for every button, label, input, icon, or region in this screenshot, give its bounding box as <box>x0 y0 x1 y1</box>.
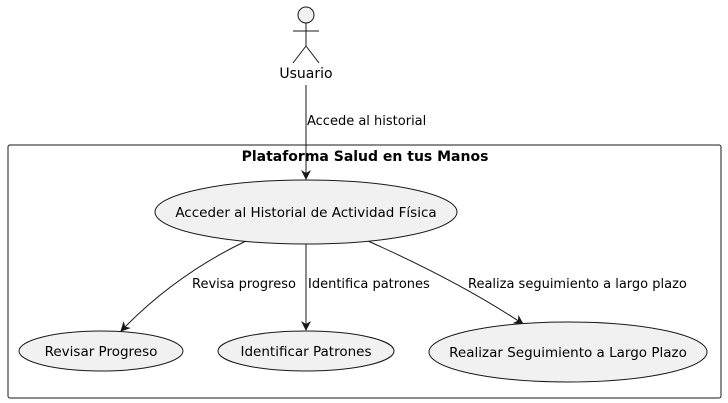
usecase-label: Revisar Progreso <box>45 344 158 360</box>
actor-label: Usuario <box>279 66 332 82</box>
usecase-label: Acceder al Historial de Actividad Física <box>175 205 436 221</box>
actor-head <box>297 6 315 24</box>
usecase-label: Identificar Patrones <box>240 344 371 360</box>
system-title: Plataforma Salud en tus Manos <box>242 149 489 165</box>
usecase-ellipse <box>217 330 395 372</box>
usecase-label: Realizar Seguimiento a Largo Plazo <box>449 345 687 361</box>
edge-main-progress: Revisa progreso <box>120 240 296 332</box>
usecase-progress[interactable]: Revisar Progreso <box>18 330 184 372</box>
edge-label: Revisa progreso <box>192 277 296 292</box>
edge-actor-main: Accede al historial <box>301 85 426 180</box>
edge-line <box>120 240 247 332</box>
actor-usuario[interactable]: Usuario <box>279 6 333 82</box>
edge-label: Accede al historial <box>307 114 426 129</box>
system-boundary: Plataforma Salud en tus Manos <box>7 144 722 399</box>
usecase-main[interactable]: Acceder al Historial de Actividad Física <box>154 179 458 245</box>
edge-main-longterm: Realiza seguimiento a largo plazo <box>367 240 687 325</box>
usecase-ellipse <box>18 330 184 372</box>
usecase-ellipse <box>154 179 458 245</box>
actor-right-leg <box>305 45 320 64</box>
edge-main-patterns: Identifica patrones <box>301 244 430 331</box>
edge-label: Identifica patrones <box>308 277 430 292</box>
usecase-ellipse <box>428 321 708 383</box>
edge-label: Realiza seguimiento a largo plazo <box>468 277 687 292</box>
edge-line <box>367 240 524 325</box>
usecase-patterns[interactable]: Identificar Patrones <box>217 330 395 372</box>
system-rect <box>7 144 722 399</box>
actor-left-leg <box>292 45 307 64</box>
usecase-longterm[interactable]: Realizar Seguimiento a Largo Plazo <box>428 321 708 383</box>
